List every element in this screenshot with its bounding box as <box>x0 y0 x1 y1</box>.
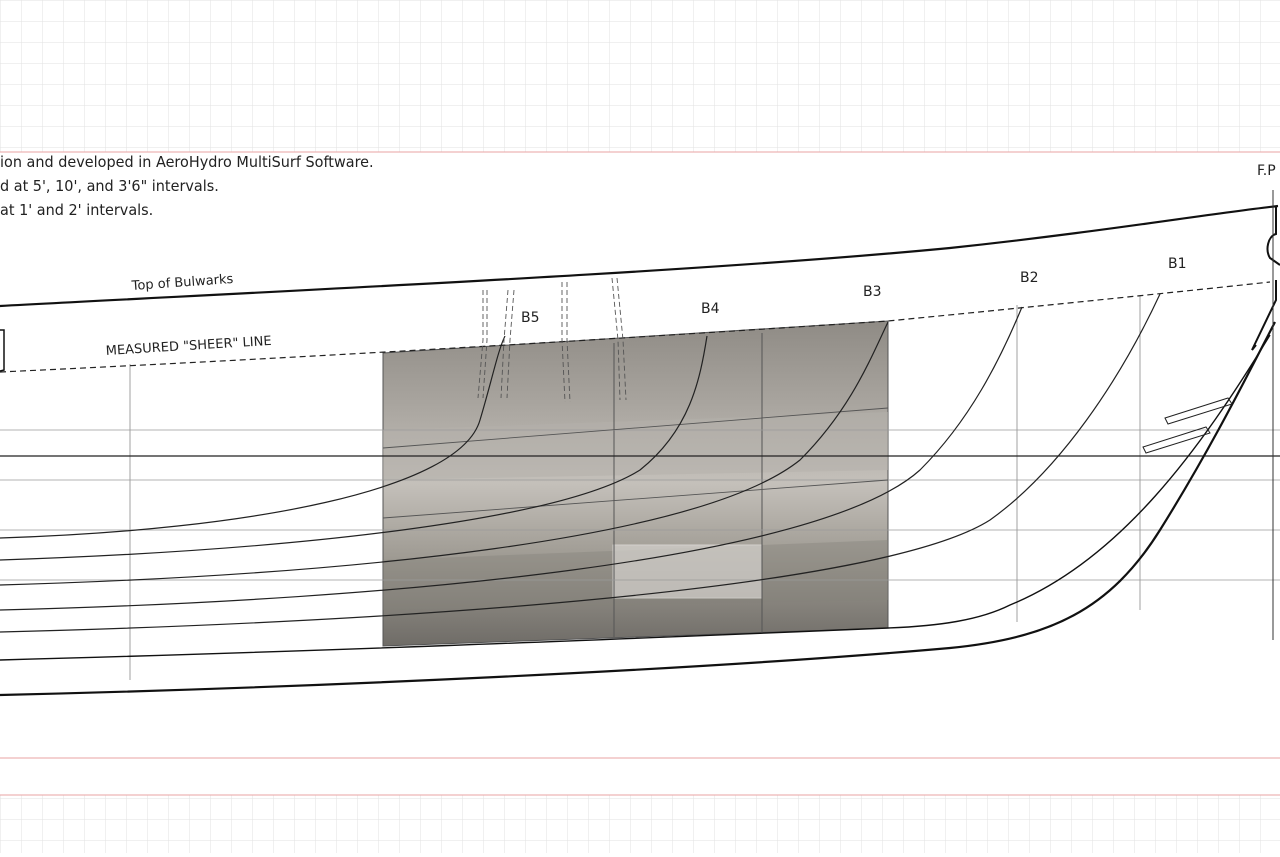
grid-bottom <box>0 795 1280 853</box>
photo-overlay <box>382 320 889 647</box>
buttock-label-b2: B2 <box>1020 270 1039 286</box>
grid-top <box>0 0 1280 152</box>
note-line-3: at 1' and 2' intervals. <box>0 201 154 219</box>
fp-label: F.P <box>1257 163 1276 179</box>
note-line-1: ion and developed in AeroHydro MultiSurf… <box>0 153 374 171</box>
measured-sheer-label: MEASURED "SHEER" LINE <box>105 334 272 359</box>
stem <box>1251 206 1280 351</box>
bulwark-top-line <box>0 204 1279 308</box>
hawse-pipes <box>1142 397 1233 454</box>
hull-bottom <box>0 334 1271 661</box>
note-line-2: d at 5', 10', and 3'6" intervals. <box>0 177 219 195</box>
buttock-label-b5: B5 <box>521 310 540 326</box>
buttock-curves <box>0 293 1161 633</box>
top-of-bulwarks-label: Top of Bulwarks <box>130 272 234 294</box>
waterlines <box>0 429 1280 581</box>
buttock-label-b4: B4 <box>701 301 720 317</box>
stern-stub <box>0 329 5 372</box>
sheer-line <box>0 281 1271 373</box>
buttock-label-b1: B1 <box>1168 256 1187 272</box>
keel-line <box>0 321 1276 697</box>
chainplates <box>477 277 627 403</box>
drawing-notes: ion and developed in AeroHydro MultiSurf… <box>0 150 374 222</box>
buttock-label-b3: B3 <box>863 284 882 300</box>
